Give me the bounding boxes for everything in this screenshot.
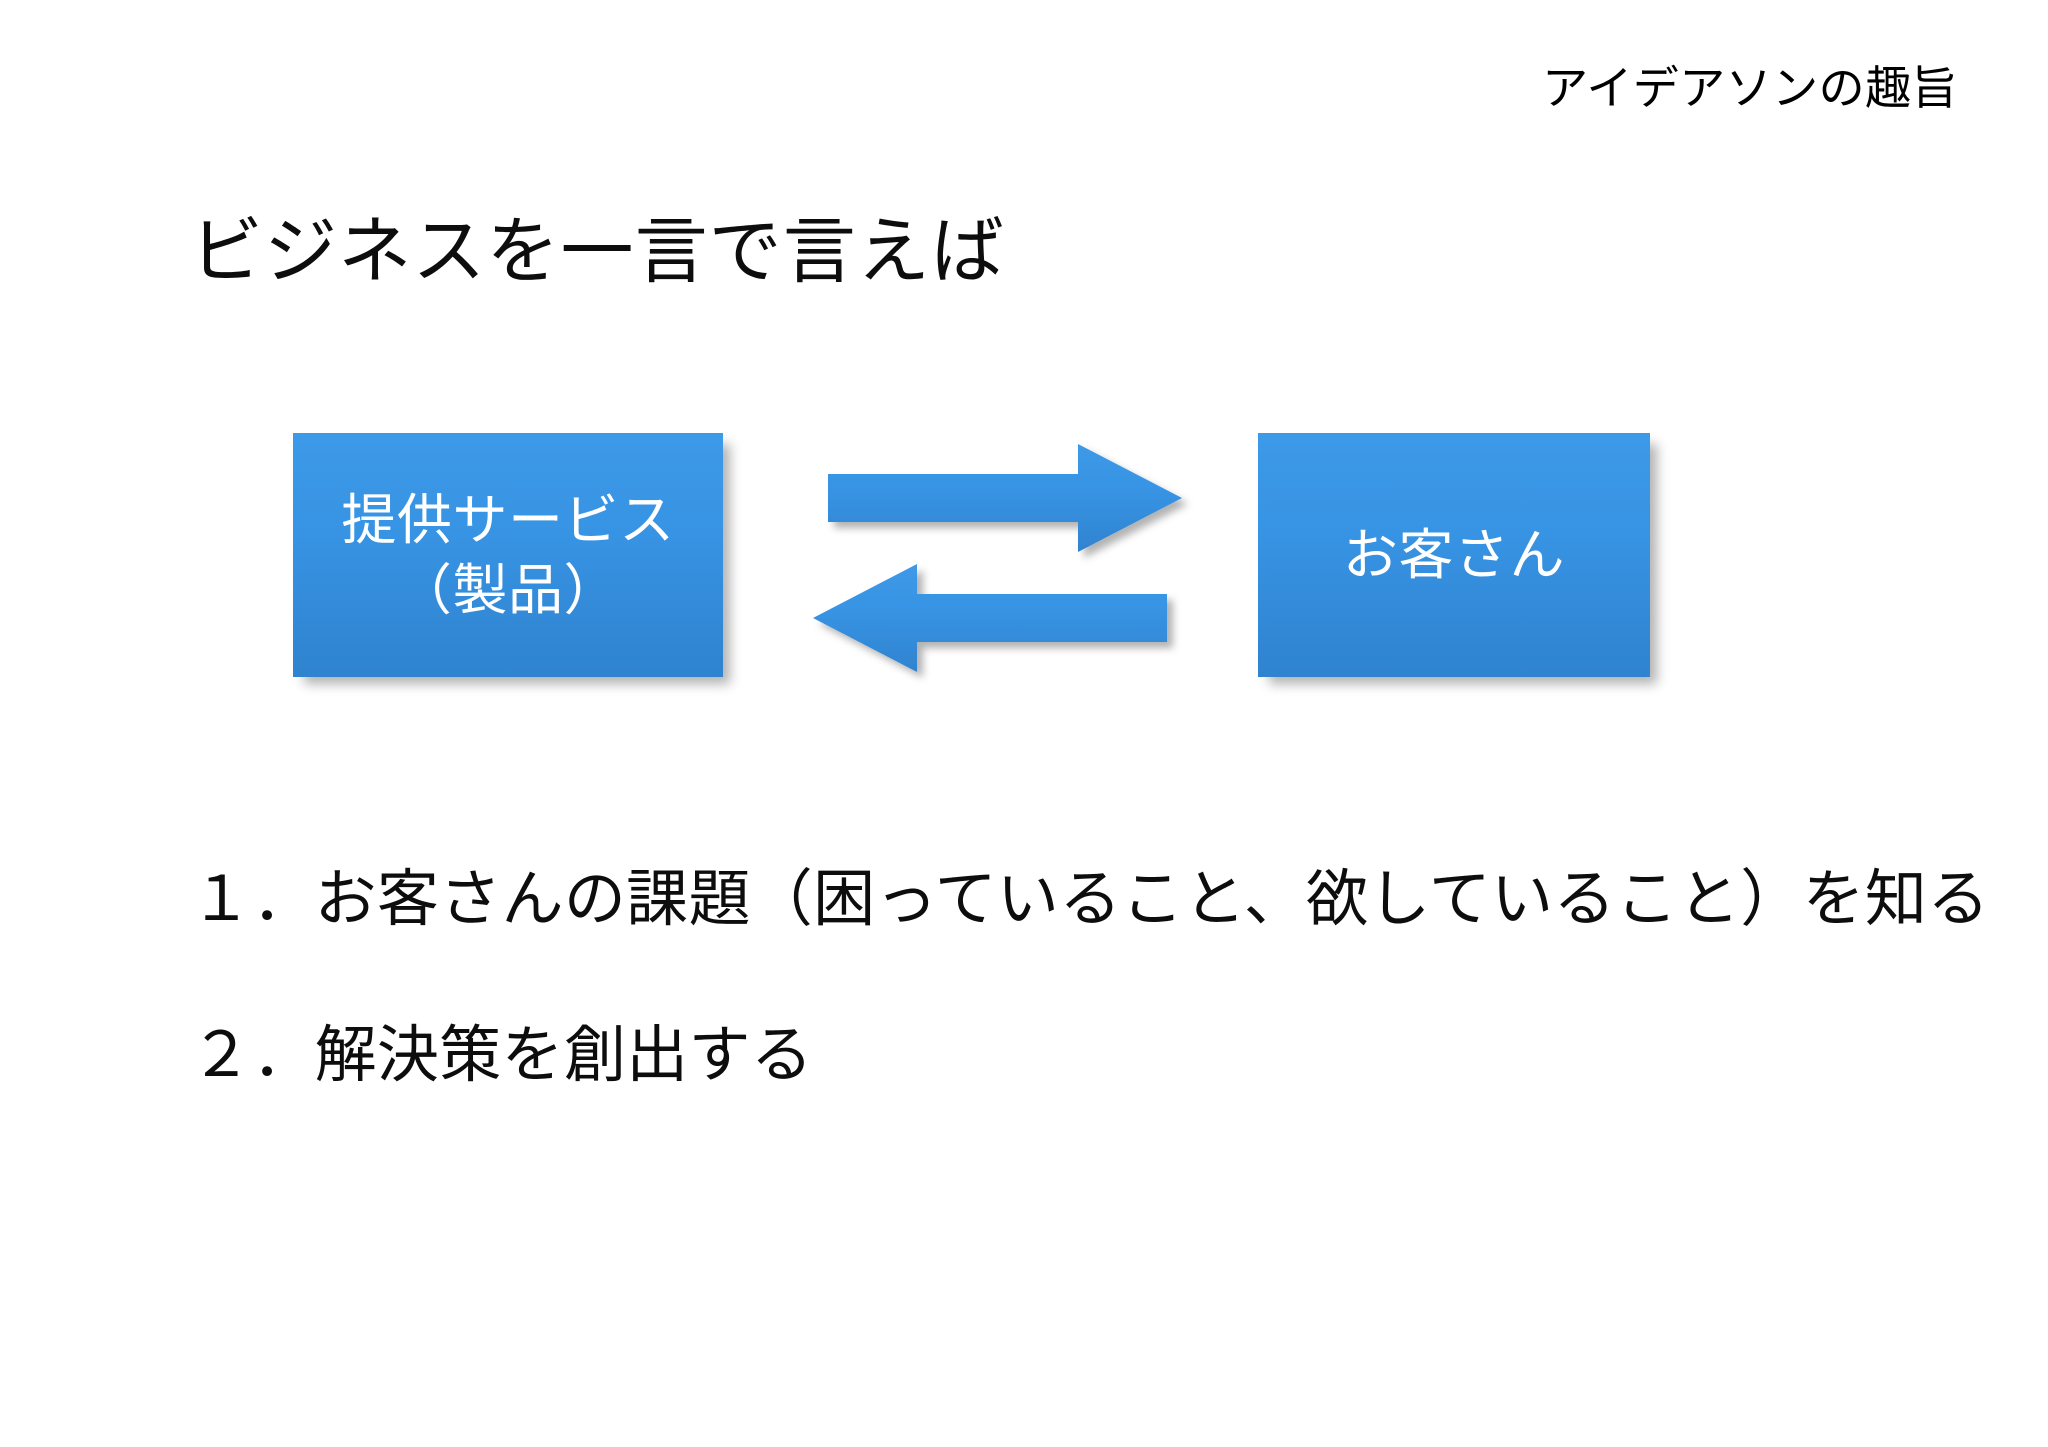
flow-box-customer-label: お客さん	[1342, 523, 1566, 586]
numbered-list: １．お客さんの課題（困っていること、欲していること）を知る ２．解決策を創出する	[190, 865, 1990, 1091]
list-item: １．お客さんの課題（困っていること、欲していること）を知る	[190, 865, 1990, 934]
arrow-left-icon[interactable]	[805, 558, 1175, 678]
arrow-left-shape	[813, 564, 1167, 672]
flow-box-service-label: 提供サービス （製品）	[341, 488, 675, 621]
arrow-right-shape	[828, 444, 1182, 552]
slide-header-caption: アイデアソンの趣旨	[1542, 62, 1958, 114]
flow-box-customer[interactable]: お客さん	[1258, 433, 1650, 677]
page-title: ビジネスを一言で言えば	[190, 211, 1006, 292]
list-item: ２．解決策を創出する	[190, 1021, 814, 1091]
flow-box-service[interactable]: 提供サービス （製品）	[293, 433, 723, 677]
arrow-right-icon[interactable]	[820, 438, 1190, 558]
